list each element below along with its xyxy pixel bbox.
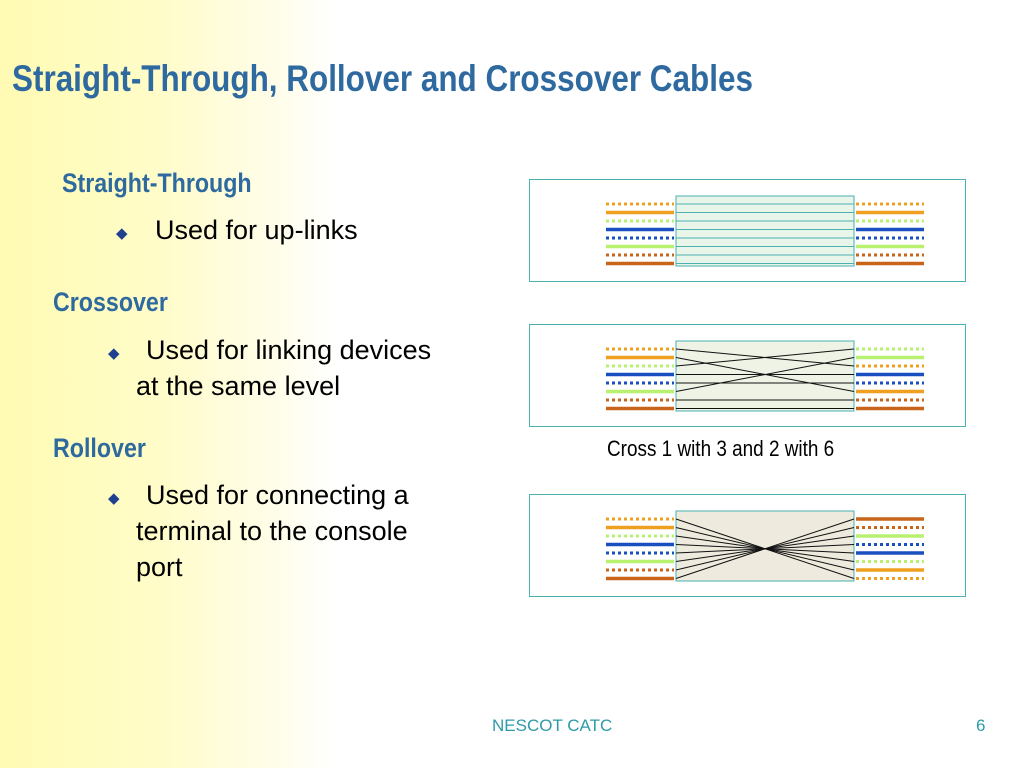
rollover-diagram <box>529 494 966 597</box>
heading-straight-through: Straight-Through <box>62 168 252 198</box>
crossover-cable-wiring <box>606 340 924 412</box>
diamond-bullet-icon: ◆ <box>108 345 120 362</box>
diamond-bullet-icon: ◆ <box>116 225 128 242</box>
diamond-bullet-icon: ◆ <box>108 490 120 507</box>
heading-rollover: Rollover <box>53 433 146 463</box>
crossover-caption: Cross 1 with 3 and 2 with 6 <box>607 436 835 461</box>
crossover-description-line1: Used for linking devices <box>146 335 432 365</box>
conductor-6 <box>675 357 855 392</box>
cable-jacket <box>675 195 855 267</box>
crossover-diagram <box>529 324 966 427</box>
straight-through-description: Used for up-links <box>155 215 358 245</box>
heading-crossover: Crossover <box>53 287 168 317</box>
crossover-description-line2: at the same level <box>136 371 341 401</box>
cable-jacket <box>675 340 855 412</box>
background-gradient <box>0 0 340 768</box>
straight-through-cable-wiring <box>606 195 924 267</box>
slide-title: Straight-Through, Rollover and Crossover… <box>12 58 753 99</box>
rollover-cable-wiring <box>606 510 924 582</box>
page-number: 6 <box>976 716 986 735</box>
rollover-description-line3: port <box>136 552 183 582</box>
rollover-description-line1: Used for connecting a <box>146 480 409 510</box>
rollover-description-line2: terminal to the console <box>136 516 408 546</box>
conductor-3 <box>675 348 855 367</box>
conductor-8 <box>675 518 855 579</box>
straight-through-diagram <box>529 179 966 282</box>
footer-label: NESCOT CATC <box>492 716 613 735</box>
